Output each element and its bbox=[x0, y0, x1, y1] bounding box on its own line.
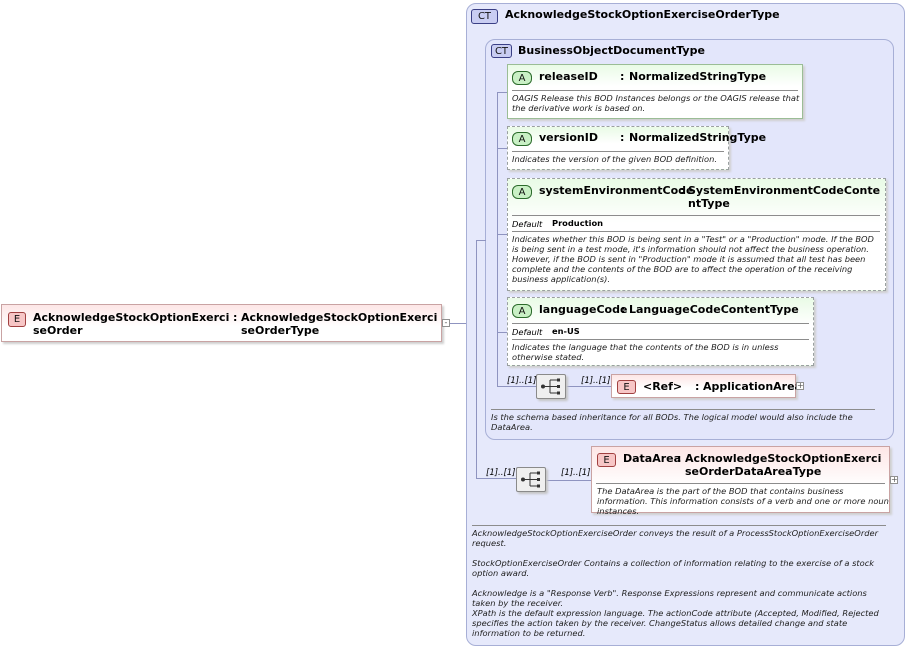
base-type-title: BusinessObjectDocumentType bbox=[518, 44, 705, 57]
attribute-name: versionID bbox=[539, 131, 598, 144]
sequence-cardinality: [1]..[1] bbox=[507, 376, 537, 386]
attribute-doc-separator bbox=[512, 231, 880, 232]
attr-connector-2 bbox=[497, 148, 507, 149]
element-badge: E bbox=[597, 453, 616, 467]
default-label: Default bbox=[512, 327, 543, 337]
attr-connector-4 bbox=[497, 332, 507, 333]
attribute-separator bbox=[512, 215, 880, 216]
attribute-badge: A bbox=[512, 185, 532, 199]
documentation-separator bbox=[472, 525, 886, 526]
default-label: Default bbox=[512, 219, 543, 229]
element-doc: The DataArea is the part of the BOD that… bbox=[597, 486, 889, 516]
default-value: Production bbox=[552, 218, 604, 228]
attribute-doc: Indicates the version of the given BOD d… bbox=[512, 154, 717, 164]
element-badge: E bbox=[8, 312, 26, 327]
outer-to-base-connector bbox=[476, 240, 486, 241]
attribute-system-environment-code[interactable]: A systemEnvironmentCode : SystemEnvironm… bbox=[507, 178, 886, 291]
attribute-type: NormalizedStringType bbox=[629, 131, 767, 144]
element-colon: : bbox=[695, 380, 700, 393]
element-badge: E bbox=[617, 380, 636, 394]
attribute-version-id[interactable]: A versionID : NormalizedStringType Indic… bbox=[507, 126, 766, 170]
attribute-colon: : bbox=[620, 70, 625, 83]
root-connector bbox=[450, 323, 466, 324]
attribute-type: SystemEnvironmentCodeContentType bbox=[688, 184, 881, 210]
attribute-type: LanguageCodeContentType bbox=[629, 303, 799, 316]
attribute-separator bbox=[512, 323, 809, 324]
attribute-colon: : bbox=[680, 184, 685, 197]
base-type-documentation: Is the schema based inheritance for all … bbox=[491, 412, 853, 432]
root-element-colon: : bbox=[233, 311, 238, 324]
attribute-doc: Indicates whether this BOD is being sent… bbox=[512, 234, 874, 284]
base-type-badge: CT bbox=[491, 44, 512, 58]
seq-to-apparea bbox=[566, 386, 611, 387]
attribute-separator bbox=[512, 90, 798, 91]
application-area-expand-icon[interactable]: + bbox=[796, 381, 804, 390]
complex-type-documentation: AcknowledgeStockOptionExerciseOrder conv… bbox=[472, 528, 879, 638]
element-type: AcknowledgeStockOptionExerciseOrderDataA… bbox=[685, 452, 882, 478]
root-element-type: AcknowledgeStockOptionExerciseOrderType bbox=[241, 311, 438, 337]
element-separator bbox=[596, 483, 885, 484]
attribute-doc: OAGIS Release this BOD Instances belongs… bbox=[512, 93, 800, 113]
default-value: en-US bbox=[552, 326, 580, 336]
root-element-name: AcknowledgeStockOptionExerciseOrder bbox=[33, 311, 230, 337]
attribute-name: releaseID bbox=[539, 70, 598, 83]
complex-type-title: AcknowledgeStockOptionExerciseOrderType bbox=[505, 8, 780, 21]
data-area-expand-icon[interactable]: + bbox=[890, 475, 898, 484]
element-colon: : bbox=[677, 452, 682, 465]
attr-connector-3 bbox=[497, 234, 507, 235]
attribute-colon: : bbox=[621, 303, 626, 316]
base-type-separator bbox=[491, 409, 875, 410]
attribute-type: NormalizedStringType bbox=[629, 70, 767, 83]
element-cardinality: [1]..[1] bbox=[581, 376, 611, 386]
outer-to-dataarea-seq bbox=[476, 478, 516, 479]
element-application-area[interactable]: E <Ref> : ApplicationArea bbox=[611, 374, 802, 398]
attribute-badge: A bbox=[512, 304, 532, 318]
element-data-area[interactable]: E DataArea : AcknowledgeStockOptionExerc… bbox=[591, 446, 890, 516]
element-name: DataArea bbox=[623, 452, 682, 465]
attribute-badge: A bbox=[512, 132, 532, 146]
root-element-box[interactable]: E AcknowledgeStockOptionExerciseOrder : … bbox=[1, 304, 442, 342]
seq-connector-1 bbox=[497, 386, 536, 387]
outer-vertical-connector bbox=[476, 240, 477, 478]
sequence-cardinality: [1]..[1] bbox=[486, 468, 516, 478]
sequence-icon[interactable] bbox=[516, 467, 546, 492]
attribute-release-id[interactable]: A releaseID : NormalizedStringType OAGIS… bbox=[507, 64, 803, 119]
seq-to-dataarea bbox=[546, 480, 591, 481]
attribute-name: systemEnvironmentCode bbox=[539, 184, 694, 197]
attribute-doc-separator bbox=[512, 339, 809, 340]
attribute-separator bbox=[512, 151, 724, 152]
attr-vertical-connector bbox=[497, 92, 498, 386]
root-expand-icon[interactable]: - bbox=[442, 319, 450, 327]
complex-type-badge: CT bbox=[471, 9, 498, 24]
element-ref-name: <Ref> bbox=[643, 380, 683, 393]
element-cardinality: [1]..[1] bbox=[561, 468, 591, 478]
attribute-language-code[interactable]: A languageCode : LanguageCodeContentType… bbox=[507, 297, 814, 366]
attribute-name: languageCode bbox=[539, 303, 628, 316]
attr-connector-1 bbox=[497, 92, 507, 93]
attribute-colon: : bbox=[620, 131, 625, 144]
sequence-icon[interactable] bbox=[536, 374, 566, 399]
attribute-doc: Indicates the language that the contents… bbox=[512, 342, 779, 362]
element-type: ApplicationArea bbox=[703, 380, 802, 393]
attribute-badge: A bbox=[512, 71, 532, 85]
